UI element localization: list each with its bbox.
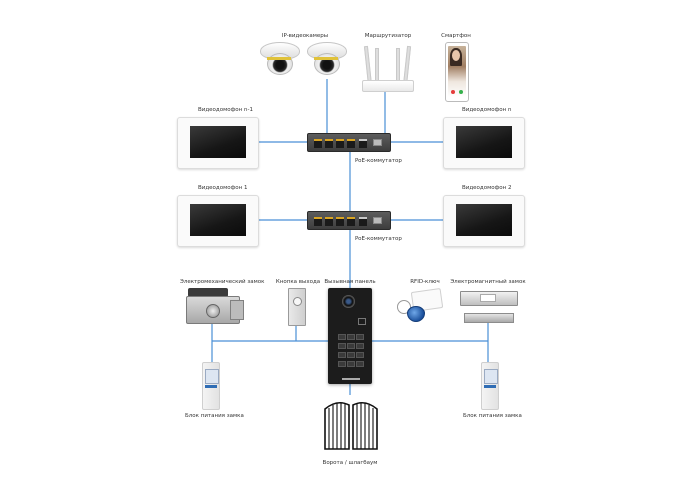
ip-cameras-label: IP-видеокамеры [281, 33, 329, 39]
lock-psu-left-label: Блок питания замка [185, 413, 244, 419]
monitor-n-label: Видеодомофон n [462, 107, 512, 113]
poe-switch-bottom [307, 211, 391, 230]
monitor-2-label: Видеодомофон 2 [462, 185, 512, 191]
router-label: Маршрутизатор [364, 33, 412, 39]
keypad-key [347, 334, 355, 340]
exit-button-label: Кнопка выхода [275, 279, 321, 285]
gate-label: Ворота / шлагбаум [322, 460, 378, 466]
poe-switch-bottom-label: PoE-коммутатор [355, 236, 402, 242]
keypad-key [347, 352, 355, 358]
keypad-key [338, 361, 346, 367]
lock-psu-right-label: Блок питания замка [463, 413, 522, 419]
keypad-key [356, 361, 364, 367]
keypad-key [356, 334, 364, 340]
monitor-n-minus-1-label: Видеодомофон n-1 [198, 107, 253, 113]
smartphone-label: Смартфон [441, 33, 471, 39]
router [362, 80, 414, 92]
keypad-key [347, 361, 355, 367]
keypad-key [338, 343, 346, 349]
video-intercom-monitor-1 [177, 195, 259, 247]
poe-switch-top [307, 133, 391, 152]
rfid-fob-icon [407, 306, 425, 322]
rfid-reader-icon [358, 318, 366, 325]
keypad-key [356, 352, 364, 358]
exit-button [288, 288, 306, 326]
keypad-key [338, 334, 346, 340]
video-intercom-monitor-n-minus-1 [177, 117, 259, 169]
keypad-key [356, 343, 364, 349]
smartphone [445, 42, 469, 102]
gate-icon [324, 401, 378, 450]
video-intercom-monitor-2 [443, 195, 525, 247]
keypad-key [338, 352, 346, 358]
keypad-key [347, 343, 355, 349]
rfid-key-label: RFID-ключ [410, 279, 440, 285]
monitor-1-label: Видеодомофон 1 [198, 185, 248, 191]
electromagnetic-lock-label: Электромагнитный замок [450, 279, 526, 285]
call-panel-label: Вызывная панель [324, 279, 376, 285]
electromagnetic-lock [460, 291, 518, 323]
electromechanical-lock [186, 288, 244, 324]
lock-power-supply-right [481, 362, 499, 410]
call-panel [328, 288, 372, 384]
call-panel-camera-icon [342, 295, 355, 308]
video-intercom-monitor-n [443, 117, 525, 169]
lock-power-supply-left [202, 362, 220, 410]
electromechanical-lock-label: Электромеханический замок [180, 279, 265, 285]
poe-switch-top-label: PoE-коммутатор [355, 158, 402, 164]
ip-camera-2 [307, 42, 347, 78]
ip-camera-1 [260, 42, 300, 78]
